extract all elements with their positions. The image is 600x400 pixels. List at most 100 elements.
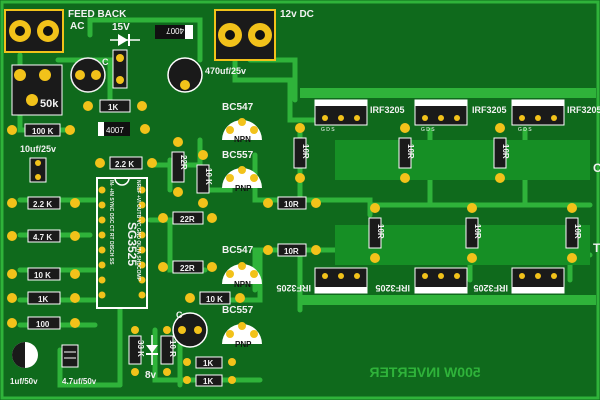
label-10k-v: 10 K bbox=[204, 168, 213, 185]
label-10r-gate2: 10R bbox=[284, 247, 299, 256]
label-1k-top: 1K bbox=[108, 103, 118, 112]
label-22r-h1: 22R bbox=[180, 215, 195, 224]
label-mos-top-2: IRF3205 bbox=[472, 105, 507, 115]
label-100: 100 bbox=[36, 320, 50, 329]
label-mos-top-3: IRF3205 bbox=[567, 105, 600, 115]
resistor-10r-v1 bbox=[293, 123, 307, 183]
resistor-2k2-ic bbox=[95, 156, 157, 170]
diode-vertical bbox=[146, 335, 158, 365]
cap-4-7uf bbox=[61, 344, 79, 368]
edge-letter-t: T bbox=[593, 241, 600, 255]
copper-pour-top bbox=[335, 140, 590, 180]
label-mos-bot-2: IRF3205 bbox=[375, 283, 410, 293]
label-4007-diode: 4007 bbox=[106, 126, 124, 135]
diode-4007 bbox=[98, 122, 150, 136]
label-q2-type: PNP bbox=[235, 184, 252, 193]
label-10k-mid: 10 K bbox=[206, 295, 223, 304]
transistor-q4 bbox=[222, 322, 262, 344]
label-8v: 8v bbox=[145, 370, 157, 381]
resistor-10r-v4 bbox=[368, 203, 382, 263]
resistor-33k bbox=[128, 326, 142, 376]
mosfet-top-3 bbox=[511, 99, 565, 126]
transistor-q2 bbox=[222, 166, 262, 188]
label-1k-d: 1K bbox=[203, 377, 213, 386]
label-10r-v5: 10R bbox=[473, 224, 482, 239]
resistor-10k-vertical bbox=[196, 150, 210, 208]
zener-15v bbox=[110, 34, 140, 46]
terminal-feedback bbox=[4, 9, 64, 53]
label-12v-dc: 12v DC bbox=[280, 9, 314, 20]
cap-470uf bbox=[167, 57, 203, 93]
edge-letter-c: C bbox=[593, 161, 600, 175]
label-10r-v1: 10R bbox=[301, 144, 310, 159]
resistor-1k-top bbox=[83, 99, 147, 113]
resistor-1k-d bbox=[183, 374, 236, 387]
label-10r-v2: 10R bbox=[406, 144, 415, 159]
cap-4007-top bbox=[155, 25, 193, 39]
mosfet-bottom-3 bbox=[511, 267, 565, 294]
label-q4-type: PNP bbox=[235, 340, 252, 349]
transistor-q3 bbox=[222, 262, 262, 284]
resistor-10k-mid bbox=[185, 291, 245, 305]
label-10k-left: 10 K bbox=[34, 271, 51, 280]
mosfet-bottom-2 bbox=[414, 267, 468, 294]
label-q4: BC557 bbox=[222, 305, 254, 316]
label-4k7: 4.7 K bbox=[33, 233, 52, 242]
resistor-2k2-left bbox=[7, 196, 80, 210]
resistor-10r-v5 bbox=[465, 203, 479, 263]
resistor-22r-h1 bbox=[158, 211, 217, 225]
label-22r-v: 22R bbox=[179, 155, 188, 170]
label-4-7uf: 4.7uf/50v bbox=[62, 377, 97, 386]
label-10r-gate1: 10R bbox=[284, 200, 299, 209]
resistor-10k-left bbox=[7, 267, 80, 281]
label-feedback: FEED BACK bbox=[68, 9, 127, 20]
label-10r-bottom: 10 R bbox=[168, 340, 177, 357]
label-ac: AC bbox=[70, 21, 84, 32]
ic-pins-bottom: IN- +IN SYNC OSC CT RT DISCH SS bbox=[108, 180, 114, 265]
copper-bus-bottom bbox=[300, 295, 596, 305]
label-gds-3: G D S bbox=[518, 127, 532, 133]
label-mos-bot-1: IRF3205 bbox=[276, 283, 311, 293]
label-470uf: 470uf/25v bbox=[205, 66, 246, 76]
cap-c-top bbox=[70, 57, 106, 93]
label-10r-v6: 10R bbox=[573, 224, 582, 239]
label-q2: BC557 bbox=[222, 150, 254, 161]
label-10r-v3: 10R bbox=[501, 144, 510, 159]
resistor-10r-v6 bbox=[565, 203, 579, 263]
label-100k: 100 K bbox=[32, 127, 54, 136]
copper-bus-top bbox=[300, 88, 596, 98]
label-4007-top: 4007 bbox=[166, 26, 184, 35]
transistor-q1 bbox=[222, 118, 262, 140]
ic-label: SG3525 bbox=[125, 222, 139, 266]
board-title: 500W INVERTER bbox=[369, 364, 480, 380]
label-pot: 50k bbox=[40, 98, 59, 110]
label-c-top: C bbox=[102, 57, 109, 67]
resistor-10r-v2 bbox=[398, 123, 412, 183]
label-15v: 15V bbox=[112, 22, 130, 33]
label-1k-left: 1K bbox=[38, 295, 48, 304]
resistor-10r-gate2 bbox=[263, 243, 321, 257]
label-mos-top-1: IRF3205 bbox=[370, 105, 405, 115]
label-mos-bot-3: IRF3205 bbox=[473, 283, 508, 293]
cap-10uf bbox=[29, 157, 47, 183]
resistor-1k-left bbox=[7, 291, 80, 305]
resistor-10r-bottom bbox=[160, 326, 174, 376]
label-c-mid: C bbox=[176, 310, 183, 320]
label-q3: BC547 bbox=[222, 245, 254, 256]
cap-1uf bbox=[12, 342, 38, 368]
terminal-12v bbox=[214, 9, 276, 61]
resistor-22r-vertical bbox=[171, 137, 185, 197]
resistor-100k bbox=[7, 123, 75, 137]
resistor-1k-c bbox=[183, 356, 236, 369]
resistor-100 bbox=[7, 316, 80, 330]
mosfet-top-2 bbox=[414, 99, 468, 126]
label-10r-v4: 10R bbox=[376, 224, 385, 239]
pot-50k bbox=[11, 64, 63, 116]
label-2k2-ic: 2.2 K bbox=[115, 160, 134, 169]
label-gds-1: G D S bbox=[321, 127, 335, 133]
label-q1: BC547 bbox=[222, 102, 254, 113]
label-1k-c: 1K bbox=[203, 359, 213, 368]
